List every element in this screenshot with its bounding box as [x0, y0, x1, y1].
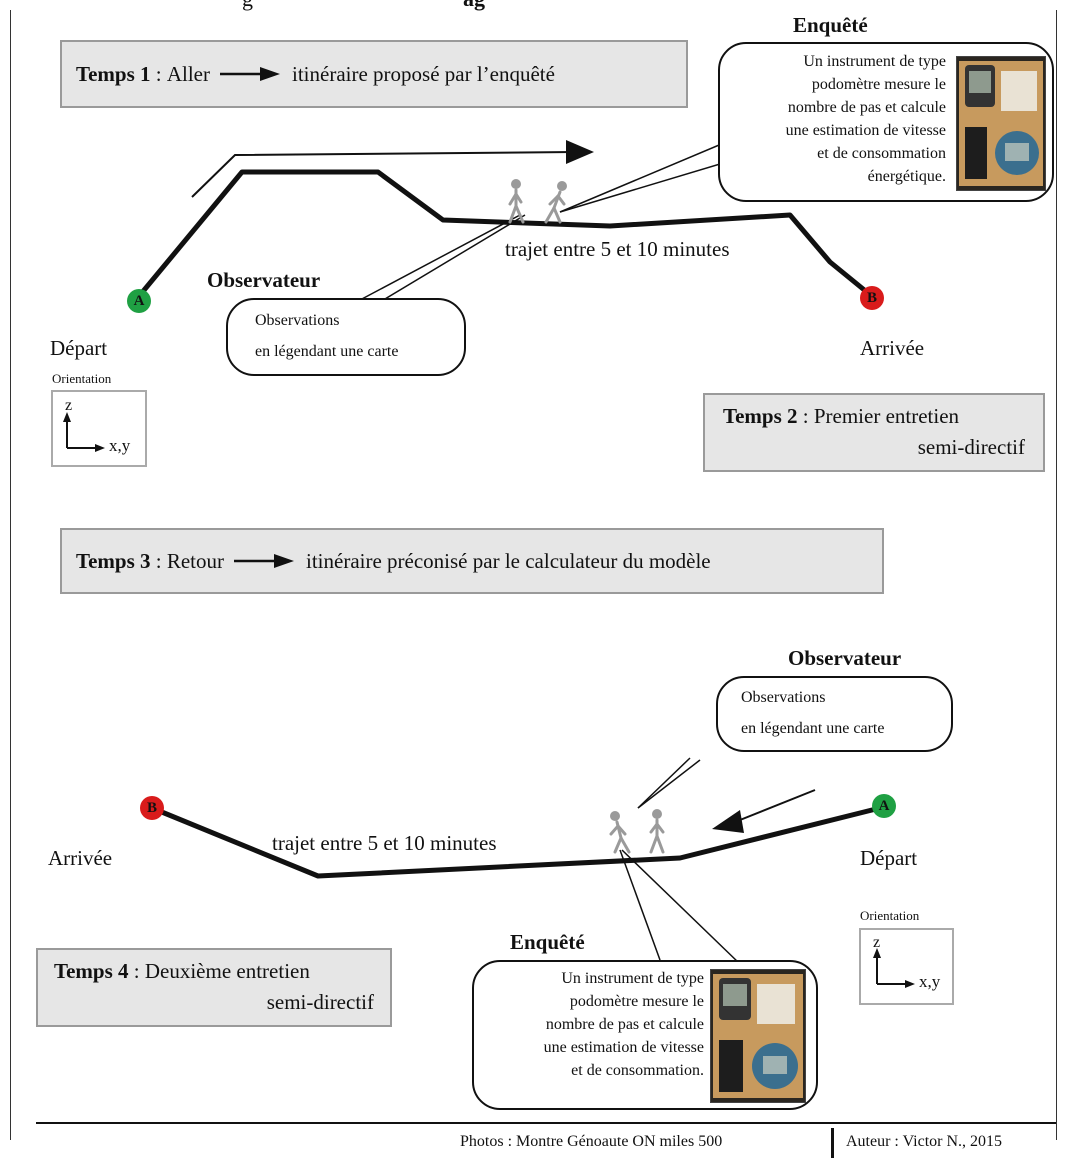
- watch-photo-2: [710, 969, 806, 1103]
- footer-separator: [831, 1128, 834, 1158]
- temps4-label: Temps 4: [54, 959, 129, 983]
- walkers-icon: [508, 179, 567, 224]
- orientation-label-2: Orientation: [860, 908, 920, 923]
- enquete-heading-1: Enquêté: [793, 13, 868, 37]
- trajet-label-2: trajet entre 5 et 10 minutes: [272, 831, 497, 855]
- route-2: [151, 805, 881, 879]
- temps3-desc: itinéraire préconisé par le calculateur …: [306, 548, 711, 573]
- direction-arrow-2: [734, 789, 816, 823]
- enquete-heading-2: Enquêté: [510, 930, 585, 954]
- temps2-line1: Premier entretien: [813, 404, 960, 428]
- enquete-text-1: Un instrument de type podomètre mesure l…: [785, 53, 946, 185]
- observateur-text-1: Observations en légendant une carte: [255, 312, 399, 360]
- observateur-text-2: Observations en légendant une carte: [741, 689, 885, 737]
- temps2-box: Temps 2 : Premier entretien semi-directi…: [703, 393, 1045, 472]
- start-node-2: A: [872, 794, 896, 818]
- footer-author: Auteur : Victor N., 2015: [846, 1133, 1003, 1150]
- temps1-label: Temps 1: [76, 61, 151, 86]
- end-node-1: B: [860, 286, 884, 310]
- arrowhead-2: [712, 810, 744, 833]
- end-node-2: B: [140, 796, 164, 820]
- end-label-1: Arrivée: [860, 336, 925, 360]
- temps1-direction: Aller: [166, 61, 210, 86]
- figure-frame: [10, 10, 1057, 1140]
- walkers-icon: [609, 809, 665, 854]
- temps1-box: Temps 1 : Aller itinéraire proposé par l…: [60, 40, 688, 108]
- direction-arrow-1: [191, 151, 576, 198]
- arrowhead-1: [566, 140, 594, 164]
- temps3-box: Temps 3 : Retour itinéraire préconisé pa…: [60, 528, 884, 594]
- temps4-box: Temps 4 : Deuxième entretien semi-direct…: [36, 948, 392, 1027]
- right-arrow-icon: [220, 67, 280, 81]
- observateur-heading-1: Observateur: [207, 268, 321, 292]
- start-label-2: Départ: [860, 846, 918, 870]
- watch-photo-1: [956, 56, 1046, 191]
- trajet-label-1: trajet entre 5 et 10 minutes: [505, 237, 730, 261]
- footer-rule: [36, 1122, 1056, 1124]
- observateur-bubble-1: [226, 298, 466, 376]
- right-arrow-icon: [234, 554, 294, 568]
- observateur-bubble-2: [716, 676, 953, 752]
- orientation-label-1: Orientation: [52, 371, 112, 386]
- temps1-desc: itinéraire proposé par l’enquêté: [292, 61, 555, 86]
- route-1: [138, 169, 870, 297]
- footer-photos: Photos : Montre Génoaute ON miles 500: [460, 1133, 723, 1150]
- end-label-2: Arrivée: [48, 846, 113, 870]
- temps3-direction: Retour: [166, 548, 224, 573]
- axes-icon: [63, 412, 105, 452]
- temps4-line1: Deuxième entretien: [144, 959, 310, 983]
- temps2-line2: semi-directif: [917, 435, 1025, 459]
- observateur-heading-2: Observateur: [788, 646, 902, 670]
- start-node-1: A: [127, 289, 151, 313]
- orientation-box-1: z x,y: [51, 390, 147, 467]
- figure-title: gag: [242, 0, 485, 12]
- start-label-1: Départ: [50, 336, 108, 360]
- axes-icon: [873, 948, 915, 988]
- temps4-line2: semi-directif: [266, 990, 374, 1014]
- enquete-text-2: Un instrument de type podomètre mesure l…: [543, 970, 704, 1079]
- orientation-box-2: z x,y: [859, 928, 954, 1005]
- temps2-label: Temps 2: [723, 404, 798, 428]
- temps3-label: Temps 3: [76, 548, 151, 573]
